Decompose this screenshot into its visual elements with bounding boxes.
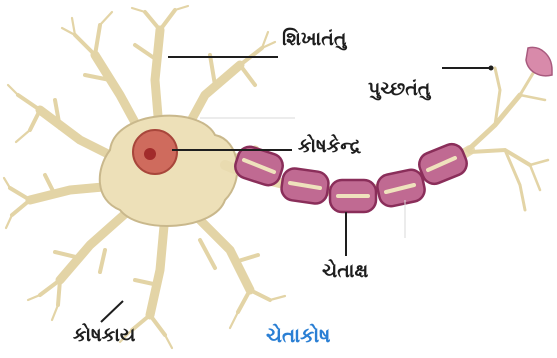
caption: ચેતાકોષ	[266, 325, 330, 345]
label-axon: ચેતાક્ષ	[322, 262, 368, 281]
axon-terminal	[468, 55, 548, 210]
label-nucleus: કોષકેન્દ્ર	[298, 137, 361, 156]
leader-cell-body	[101, 301, 123, 322]
cell-body	[100, 116, 238, 226]
label-cell-body: કોષકાય	[73, 326, 135, 345]
label-dendrites: શિખાતંતુ	[282, 30, 346, 49]
label-axon-terminal: પુચ્છતંતુ	[368, 80, 430, 99]
nucleolus	[144, 148, 156, 160]
terminal-bulb	[526, 47, 552, 75]
